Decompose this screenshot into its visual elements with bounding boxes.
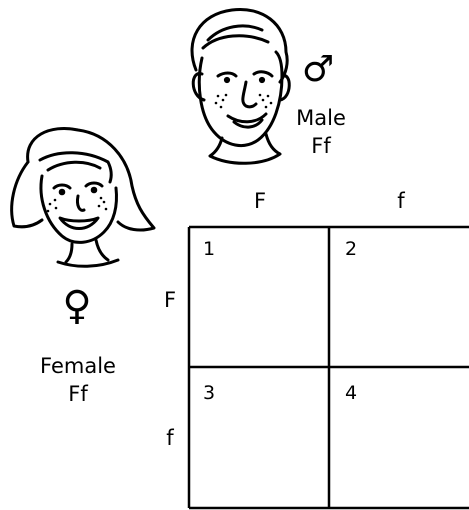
punnett-cell-4: 4 — [345, 384, 357, 403]
punnett-cell-1: 1 — [203, 240, 215, 259]
punnett-cell-3: 3 — [203, 384, 215, 403]
punnett-cell-2: 2 — [345, 240, 357, 259]
